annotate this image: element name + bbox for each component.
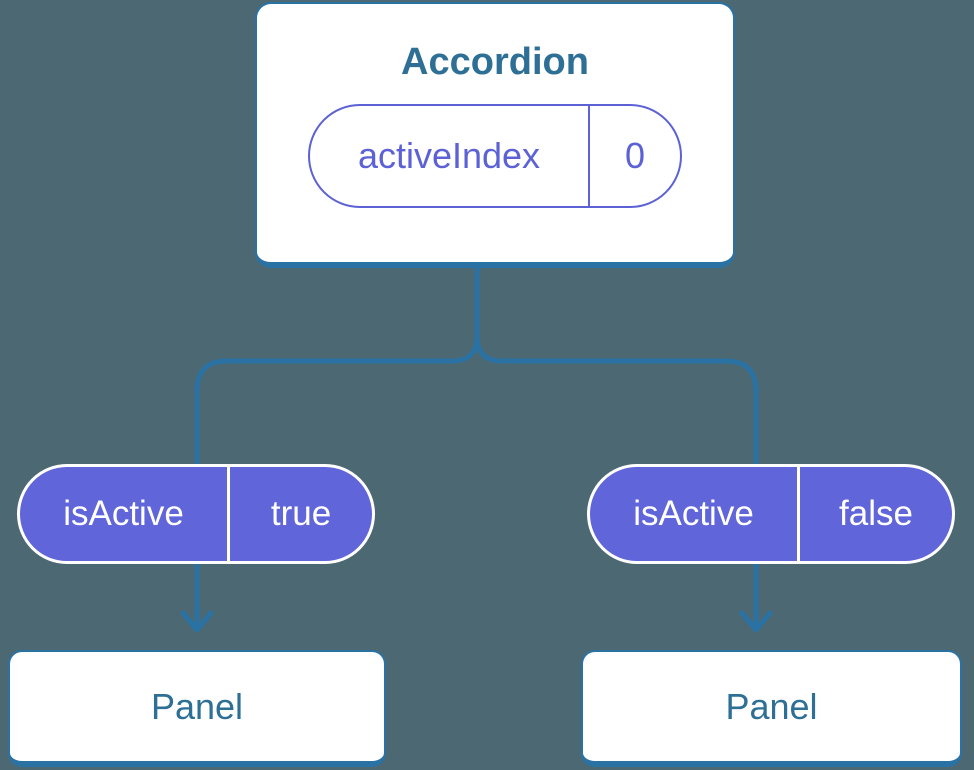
panel-node-title: Panel: [725, 685, 818, 727]
arrow-down-icon: [739, 610, 773, 633]
accordion-node-title: Accordion: [401, 41, 589, 83]
prop-value: true: [270, 494, 332, 533]
edge-right-line: [474, 335, 759, 626]
panel-node-left: Panel: [8, 650, 386, 767]
edge-left-line: [194, 268, 480, 626]
panel-node-title: Panel: [150, 685, 244, 727]
prop-name: isActive: [20, 467, 230, 561]
arrow-down-icon: [180, 610, 214, 633]
state-name: activeIndex: [310, 106, 590, 206]
state-pill: activeIndex 0: [308, 104, 682, 208]
prop-value: false: [839, 494, 913, 533]
state-value: 0: [624, 135, 646, 176]
prop-pill-right: isActive false: [587, 464, 955, 564]
prop-pill-left: isActive true: [17, 464, 375, 564]
prop-name: isActive: [590, 467, 800, 561]
accordion-node: Accordion activeIndex 0: [255, 2, 735, 268]
panel-node-right: Panel: [581, 650, 962, 767]
